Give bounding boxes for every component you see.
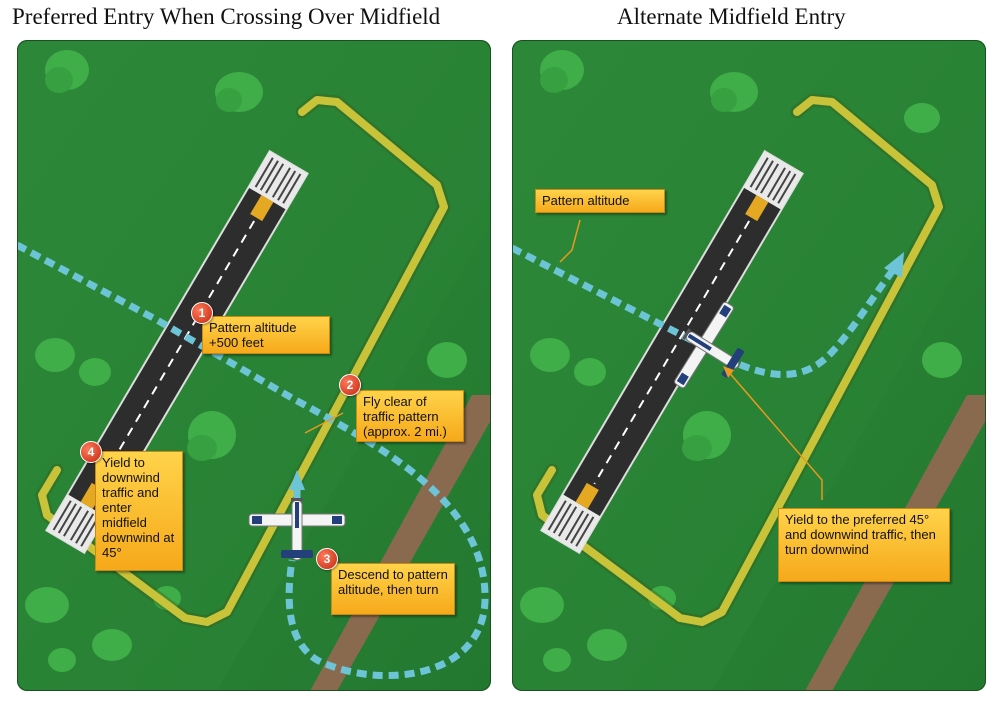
step-1-callout: Pattern altitude +500 feet: [202, 316, 330, 354]
pattern-altitude-text: Pattern altitude: [542, 193, 630, 208]
trees: [25, 50, 467, 672]
yield-text: Yield to the preferred 45° and downwind …: [785, 512, 936, 557]
right-diagram: [512, 40, 986, 691]
airplane: [248, 498, 346, 561]
step-4-callout: Yield to downwind traffic and enter midf…: [95, 451, 183, 571]
step-2-callout: Fly clear of traffic pattern (approx. 2 …: [356, 390, 464, 442]
callout-2-leader: [304, 412, 344, 434]
trees: [520, 50, 962, 672]
step-3-badge: 3: [316, 548, 338, 570]
pattern-altitude-callout: Pattern altitude: [535, 189, 665, 213]
step-4-text: Yield to downwind traffic and enter midf…: [102, 455, 175, 560]
airplane: [674, 301, 744, 389]
step-3-text: Descend to pattern altitude, then turn: [338, 567, 448, 597]
yield-callout: Yield to the preferred 45° and downwind …: [778, 508, 950, 582]
right-panel-title: Alternate Midfield Entry: [617, 4, 846, 29]
left-panel-title: Preferred Entry When Crossing Over Midfi…: [12, 4, 441, 29]
flight-path: [17, 241, 489, 679]
flight-path-arrow: [289, 470, 305, 490]
dirt-road: [310, 395, 491, 691]
step-3-callout: Descend to pattern altitude, then turn: [331, 563, 455, 615]
runway: [540, 149, 804, 555]
pattern-altitude-leader: [559, 219, 581, 263]
yield-leader: [726, 369, 823, 500]
step-2-text: Fly clear of traffic pattern (approx. 2 …: [363, 394, 447, 439]
step-1-text: Pattern altitude +500 feet: [209, 320, 297, 350]
step-2-badge: 2: [339, 374, 361, 396]
step-4-badge: 4: [80, 441, 102, 463]
flight-path-arrow: [884, 252, 904, 278]
step-1-badge: 1: [191, 302, 213, 324]
